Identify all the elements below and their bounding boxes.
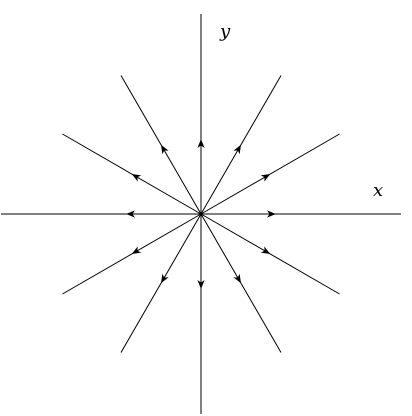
arrowhead-180deg xyxy=(126,210,135,218)
arrowhead-270deg xyxy=(197,280,205,289)
direction-arrows xyxy=(126,139,276,289)
arrowhead-240deg xyxy=(161,273,169,284)
arrowhead-120deg xyxy=(161,144,169,155)
arrowhead-90deg xyxy=(197,139,205,148)
y-axis-label: y xyxy=(219,21,231,42)
arrowhead-300deg xyxy=(233,273,241,284)
arrowhead-60deg xyxy=(233,144,241,155)
arrowhead-210deg xyxy=(131,246,142,254)
arrowhead-0deg xyxy=(267,210,276,218)
arrowhead-330deg xyxy=(260,246,271,254)
trajectory-rays xyxy=(1,14,401,414)
arrowhead-30deg xyxy=(260,174,271,182)
x-axis-label: x xyxy=(373,180,383,201)
arrowhead-150deg xyxy=(131,174,142,182)
